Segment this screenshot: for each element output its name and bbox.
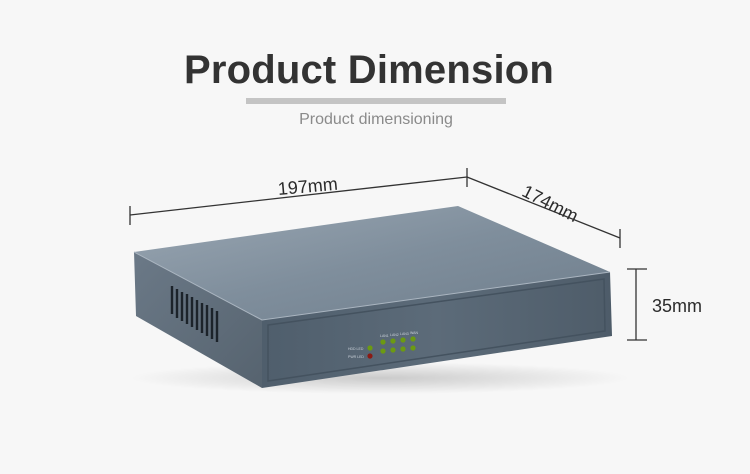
lan2-label: LAN2 [390,333,399,337]
hdd-led-label: HDD LED [348,347,364,351]
lan3-label: LAN3 [400,332,409,336]
height-dimension-line [627,268,647,341]
pwr-led [367,353,373,359]
pwr-led-label: PWR LED [348,355,364,359]
device-front-face [262,272,612,388]
device-top-face [134,206,610,320]
hdd-led [367,345,373,351]
height-label: 35mm [652,296,703,316]
depth-dimension-line [466,176,621,248]
lan1-label: LAN1 [380,334,389,338]
title-underline [246,98,506,104]
lan-led-grid [380,336,416,354]
wan-label: WAN [410,331,419,335]
front-inset-panel [267,278,606,382]
page-title: Product Dimension [183,48,555,92]
vent-slots [170,286,219,342]
page-subtitle: Product dimensioning [299,111,453,128]
